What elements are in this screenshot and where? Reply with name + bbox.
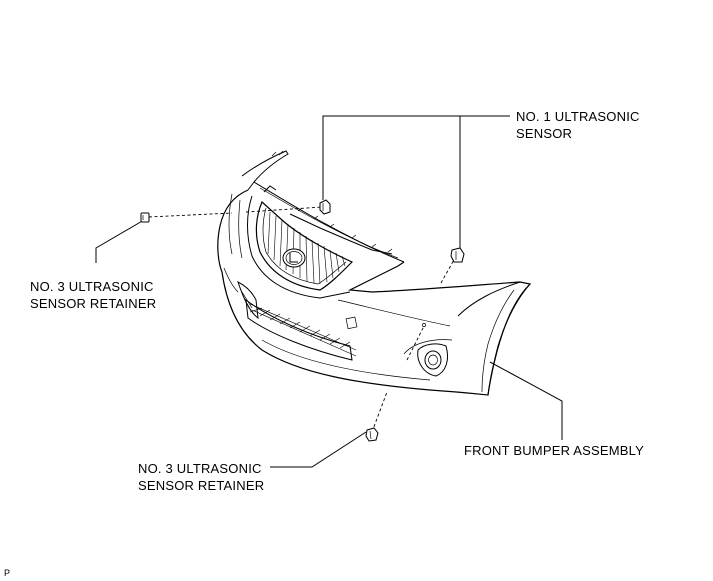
leader-lines — [95, 115, 563, 468]
no1-ultrasonic-sensor-right — [450, 247, 465, 263]
no3-sensor-retainer-lower — [365, 427, 379, 442]
leader-retainer-upper — [95, 219, 145, 263]
install-dashed-lines — [148, 206, 456, 433]
front-bumper — [217, 150, 532, 396]
label-retainer-upper-line2: SENSOR RETAINER — [30, 296, 157, 311]
label-no1-ultrasonic-sensor: NO. 1 ULTRASONIC SENSOR — [516, 108, 640, 142]
leader-bumper — [489, 361, 563, 440]
corner-code-text: P — [4, 568, 11, 578]
leader-retainer-lower — [270, 431, 367, 468]
label-retainer-lower-line2: SENSOR RETAINER — [138, 478, 265, 493]
label-bumper-text: FRONT BUMPER ASSEMBLY — [464, 443, 644, 458]
leader-sensor1-right — [459, 115, 510, 248]
label-no3-retainer-lower: NO. 3 ULTRASONIC SENSOR RETAINER — [138, 460, 264, 494]
label-no1-line1: NO. 1 ULTRASONIC — [516, 109, 640, 124]
label-no1-line2: SENSOR — [516, 126, 573, 141]
label-front-bumper-assembly: FRONT BUMPER ASSEMBLY — [464, 442, 644, 459]
label-retainer-lower-line1: NO. 3 ULTRASONIC — [138, 461, 262, 476]
corner-code: P — [4, 568, 10, 579]
label-retainer-upper-line1: NO. 3 ULTRASONIC — [30, 279, 154, 294]
no3-sensor-retainer-upper — [140, 212, 150, 223]
no1-ultrasonic-sensor-left — [319, 199, 331, 215]
leader-sensor1-left — [322, 115, 460, 200]
label-no3-retainer-upper: NO. 3 ULTRASONIC SENSOR RETAINER — [30, 278, 156, 312]
